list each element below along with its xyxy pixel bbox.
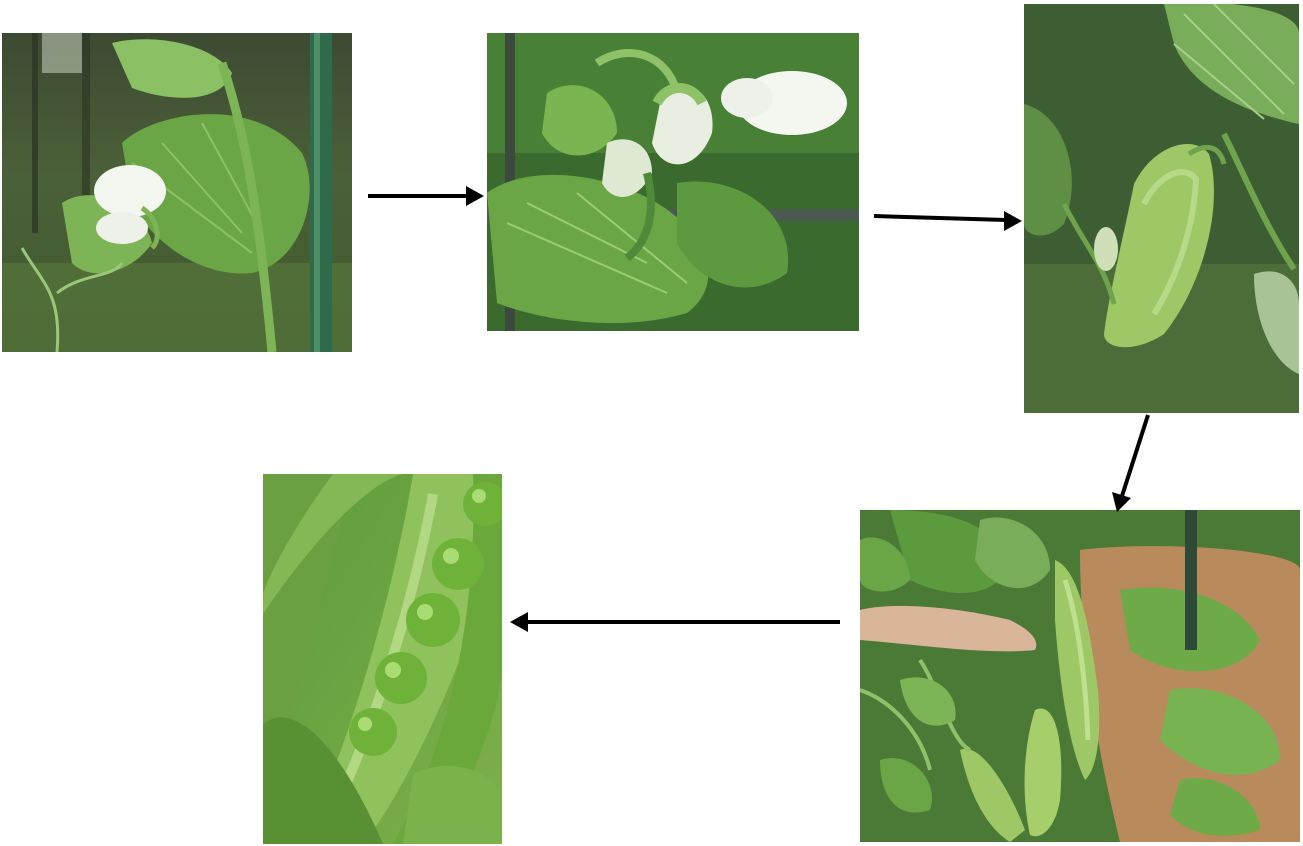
open-pea-pod-photo	[263, 474, 502, 844]
arrow-flower-bud-to-flowering	[368, 186, 484, 206]
arrow-young-pod-to-mature-pods	[1112, 415, 1148, 512]
stage-photo-young-pod	[1024, 4, 1299, 413]
arrow-mature-pods-to-open-pod	[510, 612, 840, 632]
pea-flower-photo	[2, 33, 352, 352]
pea-pods-on-vine-photo	[860, 510, 1300, 842]
stage-photo-mature-pods	[860, 510, 1300, 842]
arrow-flowering-to-young-pod	[874, 211, 1022, 231]
stage-photo-flower-bud	[2, 33, 352, 352]
stage-photo-open-pod	[263, 474, 502, 844]
stage-photo-flowering	[487, 33, 859, 331]
young-pea-pod-photo	[1024, 4, 1299, 413]
pea-blossoms-photo	[487, 33, 859, 331]
